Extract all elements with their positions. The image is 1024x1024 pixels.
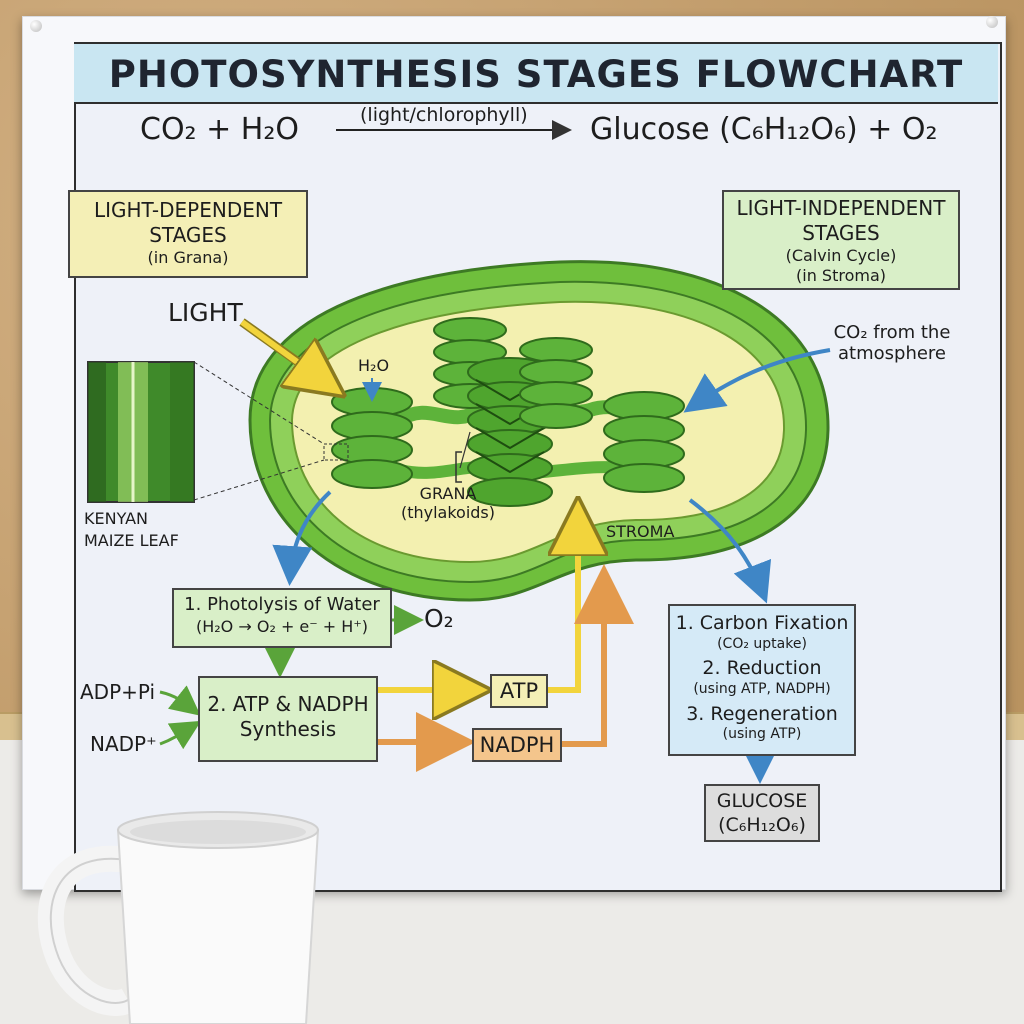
- grana-to-photolysis-arrow: [272, 490, 332, 586]
- atp-box: ATP: [490, 674, 548, 708]
- calvin-step2-sub: (using ATP, NADPH): [693, 681, 831, 697]
- pin-top-right: [986, 16, 998, 28]
- co2-label-line1: CO₂ from the: [833, 322, 951, 343]
- stroma-label: STROMA: [606, 522, 675, 541]
- light-dependent-line3: (in Grana): [147, 248, 229, 267]
- calvin-step1: 1. Carbon Fixation: [675, 612, 849, 634]
- photolysis-line1: 1. Photolysis of Water: [184, 594, 380, 615]
- granum-left: [331, 387, 413, 489]
- page-title: PHOTOSYNTHESIS STAGES FLOWCHART: [74, 44, 998, 104]
- light-independent-line4: (in Stroma): [796, 266, 886, 285]
- adp-label: ADP+Pi: [80, 680, 156, 704]
- photolysis-line2: (H₂O → O₂ + e⁻ + H⁺): [195, 616, 369, 636]
- co2-label-line2: atmosphere: [838, 343, 946, 364]
- light-independent-line3: (Calvin Cycle): [785, 246, 897, 265]
- calvin-step2: 2. Reduction: [702, 657, 822, 680]
- calvin-cycle-box: 1. Carbon Fixation (CO₂ uptake) 2. Reduc…: [668, 604, 856, 756]
- leaf-label-line1: KENYAN: [84, 509, 149, 528]
- h2o-label: H₂O: [358, 356, 390, 375]
- synthesis-line2: Synthesis: [239, 717, 337, 741]
- synthesis-box: 2. ATP & NADPH Synthesis: [198, 676, 378, 762]
- light-dependent-line2: STAGES: [149, 223, 227, 247]
- stroma-to-calvin-arrow: [688, 498, 772, 604]
- pin-top-left: [30, 20, 42, 32]
- grana-label-line2: (thylakoids): [400, 503, 496, 522]
- light-independent-line1: LIGHT-INDEPENDENT: [736, 196, 946, 220]
- calvin-step3: 3. Regeneration: [686, 702, 838, 725]
- photolysis-box: 1. Photolysis of Water (H₂O → O₂ + e⁻ + …: [172, 588, 392, 648]
- leaf-label-line2: MAIZE LEAF: [84, 531, 179, 551]
- equation-condition: (light/chlorophyll): [360, 104, 528, 126]
- nadph-to-stroma-arrow: [562, 564, 634, 747]
- maize-leaf-image: [87, 361, 195, 503]
- calvin-step1-sub: (CO₂ uptake): [717, 635, 807, 652]
- o2-label: O₂: [424, 604, 454, 633]
- leaf-label: KENYAN MAIZE LEAF: [84, 508, 214, 553]
- calvin-step3-sub: (using ATP): [722, 726, 802, 743]
- equation-products: Glucose (C₆H₁₂O₆) + O₂: [590, 112, 938, 147]
- equation-reactants: CO₂ + H₂O: [140, 112, 299, 147]
- light-independent-box: LIGHT-INDEPENDENT STAGES (Calvin Cycle) …: [722, 190, 960, 290]
- glucose-line1: GLUCOSE: [716, 790, 808, 812]
- light-dependent-box: LIGHT-DEPENDENT STAGES (in Grana): [68, 190, 308, 278]
- nadp-arrow: [159, 720, 202, 750]
- light-dependent-line1: LIGHT-DEPENDENT: [93, 198, 283, 222]
- co2-arrow: [683, 348, 831, 413]
- nadp-label: NADP⁺: [90, 732, 157, 756]
- light-independent-line2: STAGES: [802, 221, 880, 245]
- light-label: LIGHT: [168, 298, 243, 327]
- co2-label: CO₂ from the atmosphere: [822, 322, 962, 364]
- glucose-line2: (C₆H₁₂O₆): [718, 813, 806, 836]
- zoom-box: [323, 443, 349, 461]
- adp-arrow: [159, 685, 201, 716]
- granum-right: [603, 391, 685, 493]
- synthesis-line1: 2. ATP & NADPH: [207, 692, 369, 716]
- grana-label: GRANA (thylakoids): [388, 484, 508, 522]
- grana-label-line1: GRANA: [419, 484, 477, 503]
- mug-body: [116, 829, 320, 1024]
- granum-top-right: [519, 337, 593, 429]
- light-arrow: [240, 319, 336, 390]
- glucose-box: GLUCOSE (C₆H₁₂O₆): [704, 784, 820, 842]
- nadph-box: NADPH: [472, 728, 562, 762]
